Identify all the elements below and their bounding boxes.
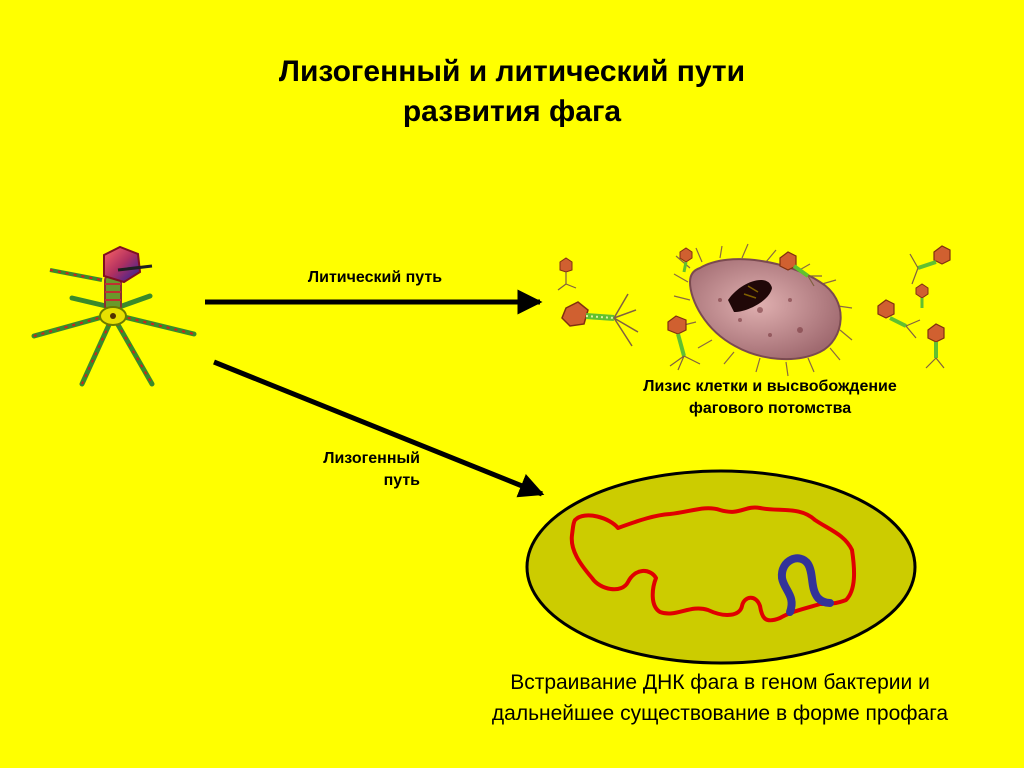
lysogenic-arrow (213, 359, 545, 498)
released-phage (779, 251, 822, 287)
lysed-cell-icon (557, 243, 951, 377)
released-phage (679, 247, 693, 273)
released-phage (877, 299, 921, 339)
bacteriophage-icon (31, 245, 197, 387)
prophage-dna (777, 554, 834, 616)
title-line-1: Лизогенный и литический пути (278, 55, 746, 88)
bacterium-icon (525, 469, 917, 665)
released-phage (909, 245, 951, 285)
lysis-label: Лизис клетки и высвобождение фагового по… (595, 376, 945, 420)
lysis-label-line-1: Лизис клетки и высвобождение (643, 378, 897, 395)
title-line-2: развития фага (402, 95, 622, 128)
released-phage (557, 257, 577, 291)
lysogenic-label-line-1: Лизогенный (323, 450, 420, 467)
lysogenic-label-line-2: путь (383, 472, 420, 489)
prophage-caption: Встраивание ДНК фага в геном бактерии и … (430, 667, 1010, 729)
caption-line-1: Встраивание ДНК фага в геном бактерии и (510, 671, 930, 694)
released-phage (667, 315, 701, 371)
caption-line-2: дальнейшее существование в форме профага (491, 702, 949, 725)
released-phage (915, 283, 929, 308)
released-phage (561, 293, 639, 347)
lysis-label-line-2: фагового потомства (688, 400, 852, 417)
bacterial-dna (569, 505, 857, 623)
released-phage (925, 323, 945, 369)
page-title: Лизогенный и литический пути развития фа… (0, 52, 1024, 132)
lytic-path-label: Литический путь (307, 269, 443, 286)
lysogenic-path-label: Лизогенный путь (240, 448, 420, 492)
